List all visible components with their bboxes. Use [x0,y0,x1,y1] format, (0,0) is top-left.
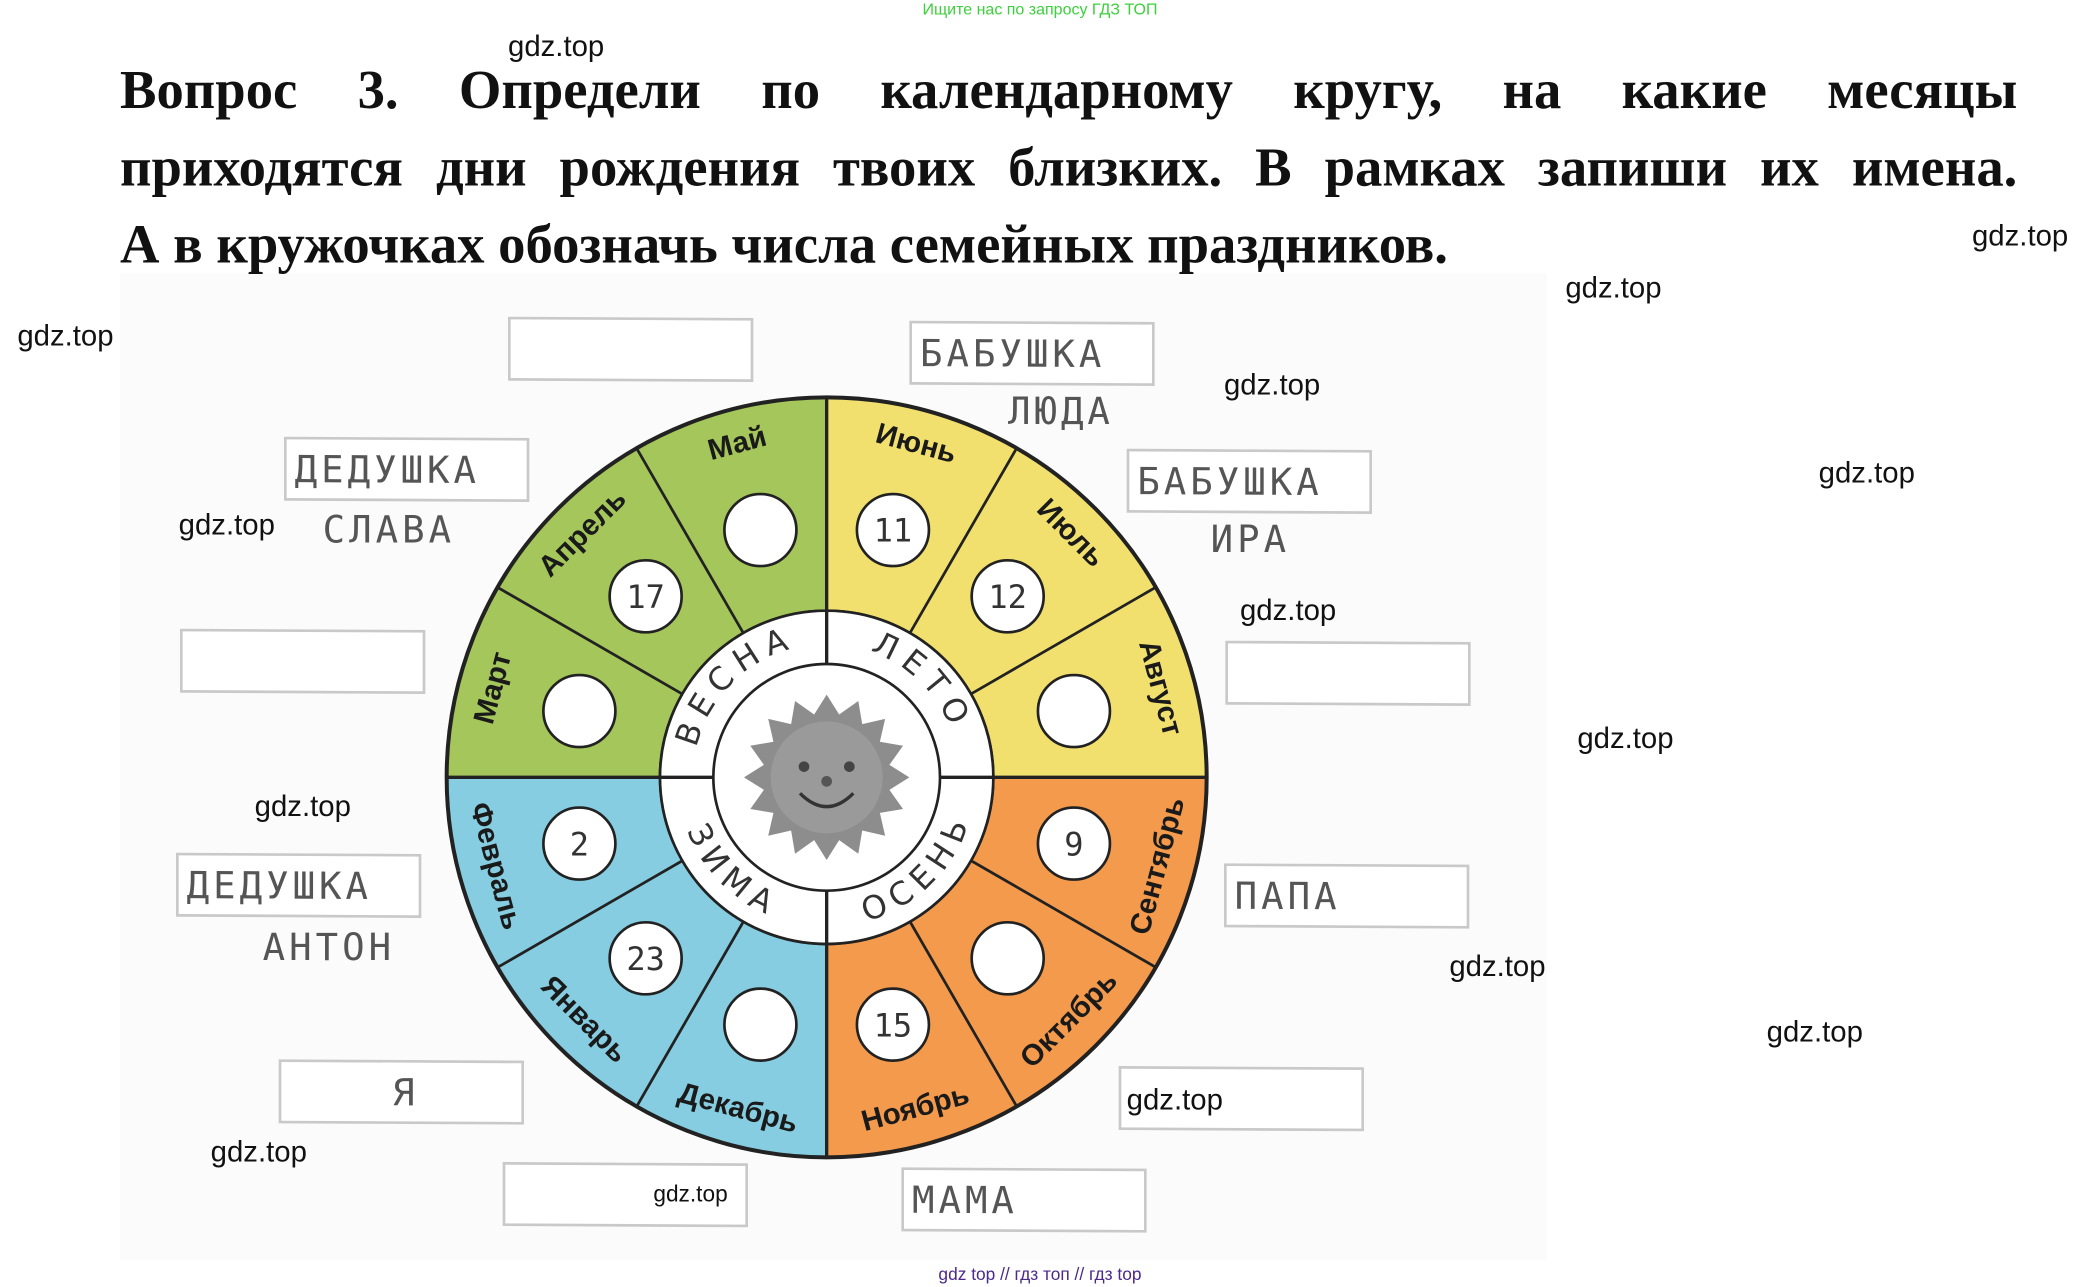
watermark: gdz.top [1223,367,1321,402]
handwritten-name: ЛЮДА [1007,389,1114,434]
date-circle [855,492,931,568]
sun-smile-icon [798,792,855,809]
name-frame[interactable]: БАБУШКА [909,320,1155,386]
date-circle [1036,673,1112,749]
name-frame[interactable]: Я [278,1059,524,1125]
watermark: gdz.top [210,1134,307,1168]
name-frame[interactable]: БАБУШКА [1126,448,1372,514]
question-text: Вопрос 3. Определи по календарному кругу… [120,51,2017,283]
watermark: gdz.top [254,789,351,823]
watermark: gdz.top [1449,949,1546,983]
date-circle [970,921,1046,996]
name-frame[interactable]: ПАПА [1223,863,1470,929]
name-frame[interactable] [507,316,754,382]
date-circle [608,558,683,634]
watermark: gdz.top [17,318,114,352]
name-frame[interactable]: ДЕДУШКА [283,436,530,502]
sun-nose-icon [821,775,832,787]
date-number: 2 [570,825,589,863]
watermark: gdz.top [507,29,605,63]
watermark: gdz.top [178,507,275,542]
date-circle [542,673,617,749]
sun-eye-icon [798,761,810,772]
watermark: gdz.top [1126,1082,1223,1116]
watermark: gdz.top [1971,218,2069,252]
date-number: 9 [1064,825,1083,863]
question-line: приходятся дни рождения твоих близких. В… [119,135,2018,198]
date-circle [855,987,931,1062]
date-number: 17 [626,578,665,616]
search-hint: Ищите нас по запросу ГДЗ ТОП [922,0,1158,19]
watermark: gdz.top [653,1181,728,1207]
date-number: 11 [874,512,913,550]
watermark: gdz.top [1239,593,1337,627]
date-circle [723,492,798,568]
watermark: gdz.top [1577,721,1674,755]
date-circle [608,921,683,996]
date-circle [723,987,798,1062]
name-frame[interactable] [1225,640,1471,706]
handwritten-name: СЛАВА [322,507,456,552]
handwritten-name: ИРА [1210,517,1291,562]
date-circle [542,806,617,881]
date-circle [970,558,1046,634]
handwritten-name: АНТОН [262,925,396,970]
date-number: 12 [988,578,1027,616]
watermark: gdz.top [1766,1014,1863,1048]
footer-watermark: gdz top // гдз топ // гдз top [938,1263,1142,1284]
watermark: gdz.top [1818,455,1915,490]
name-frame[interactable]: ДЕДУШКА [175,852,422,918]
question-line: А в кружочках обозначь числа семейных пр… [119,213,1448,275]
name-frame[interactable] [179,628,426,694]
date-number: 15 [874,1006,913,1044]
date-circle [1036,806,1112,881]
sun-eye-icon [843,761,855,772]
watermark: gdz.top [1565,270,1662,304]
date-number: 23 [626,940,665,978]
name-frame[interactable]: МАМА [901,1167,1147,1233]
question-line: Вопрос 3. Определи по календарному кругу… [119,58,2018,120]
